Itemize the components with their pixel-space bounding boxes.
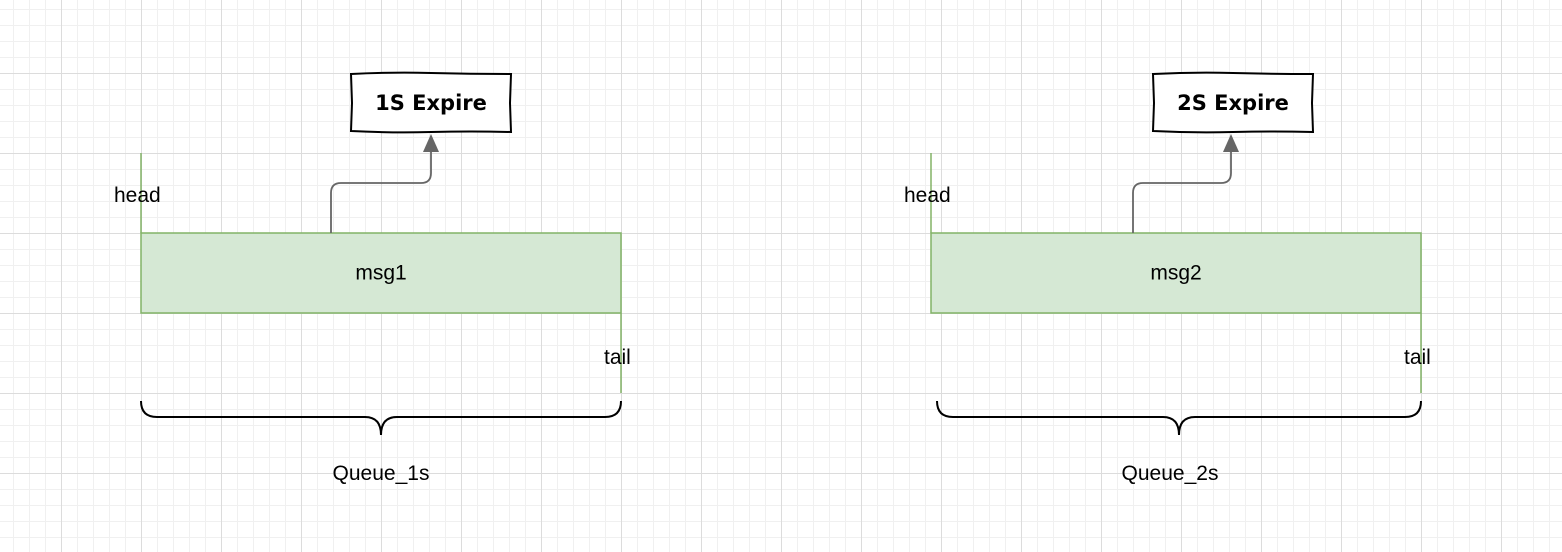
tail-label: tail <box>1404 346 1431 369</box>
queue-name-label: Queue_1s <box>332 462 430 485</box>
expire-label-box[interactable]: 1S Expire <box>352 75 510 131</box>
arrowhead <box>423 134 439 152</box>
queue-brace <box>140 400 622 436</box>
head-label: head <box>114 184 161 207</box>
message-block[interactable] <box>930 232 1422 314</box>
queue-brace <box>936 400 1422 436</box>
expire-label-box[interactable]: 2S Expire <box>1154 75 1312 131</box>
queue-group-2 <box>930 71 1422 436</box>
expire-box-border <box>1151 71 1315 134</box>
expire-label: 2S Expire <box>1177 91 1289 115</box>
message-block[interactable] <box>140 232 622 314</box>
head-label: head <box>904 184 951 207</box>
expire-box-border <box>349 71 513 134</box>
tail-label: tail <box>604 346 631 369</box>
expire-arrow <box>1132 140 1232 233</box>
queue-name-label: Queue_2s <box>1121 462 1219 485</box>
expire-arrow <box>330 140 432 233</box>
queue-group-1 <box>140 71 622 436</box>
expire-label: 1S Expire <box>375 91 487 115</box>
message-label: msg2 <box>1150 261 1202 285</box>
message-label: msg1 <box>355 261 407 285</box>
arrowhead <box>1223 134 1239 152</box>
